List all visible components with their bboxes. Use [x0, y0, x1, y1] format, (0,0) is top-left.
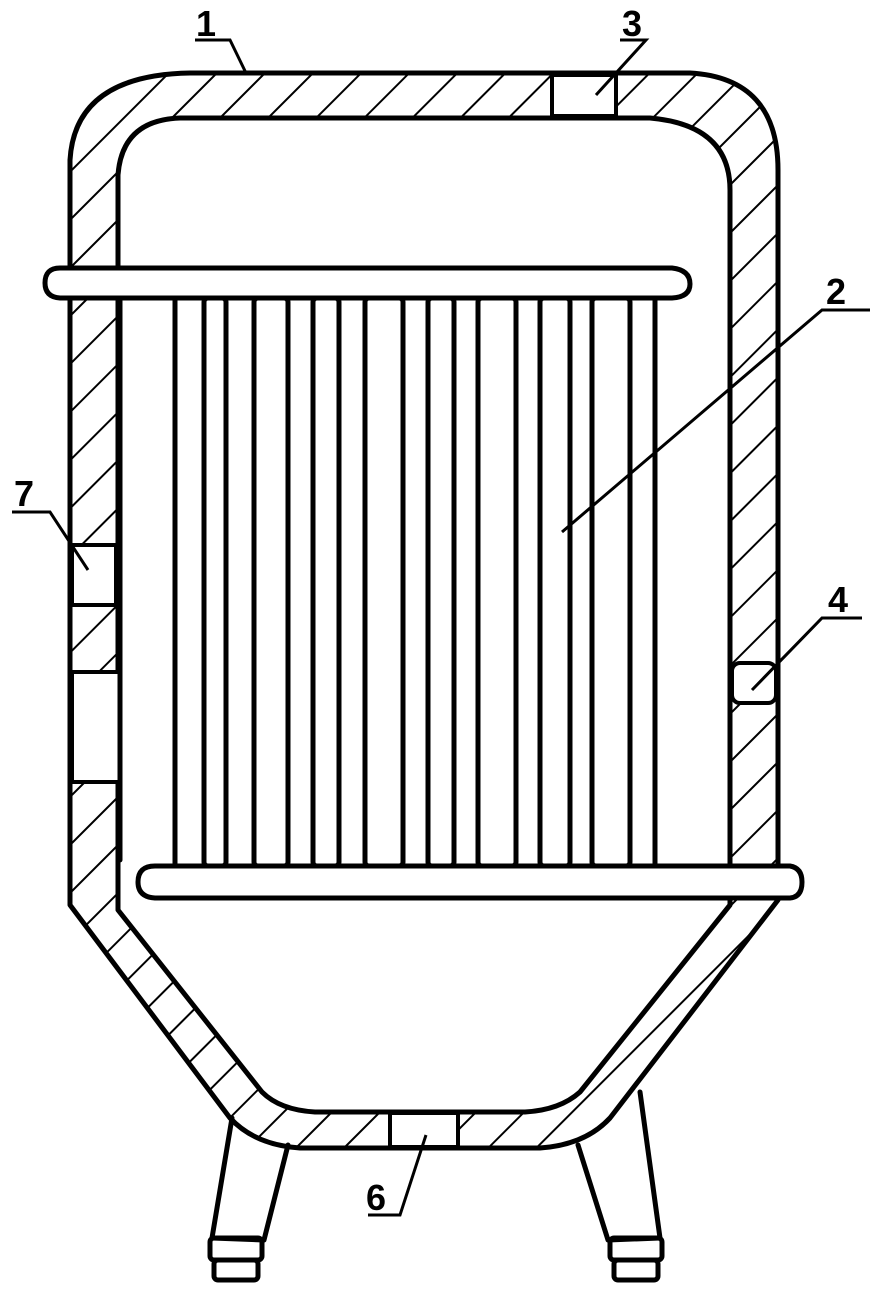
tube-bundle [172, 295, 658, 869]
label-side-port: 4 [828, 579, 848, 620]
tube [310, 295, 342, 869]
leader-lines [12, 38, 870, 1217]
tube [251, 295, 291, 869]
label-side-window: 7 [14, 473, 34, 514]
top-port [550, 73, 618, 118]
support-legs [207, 1089, 665, 1283]
side-port [730, 661, 778, 705]
label-tubes: 2 [826, 271, 846, 312]
label-bottom-port: 6 [366, 1177, 386, 1218]
tube [362, 295, 406, 869]
tube [537, 295, 573, 869]
tube [201, 295, 229, 869]
label-vessel-shell: 1 [196, 3, 216, 44]
tube [475, 295, 519, 869]
lower-header-pipe [135, 863, 805, 901]
upper-header-pipe [42, 265, 693, 301]
side-window-lower [70, 670, 122, 784]
tube [589, 295, 633, 869]
tube [425, 295, 457, 869]
label-top-port: 3 [622, 3, 642, 44]
